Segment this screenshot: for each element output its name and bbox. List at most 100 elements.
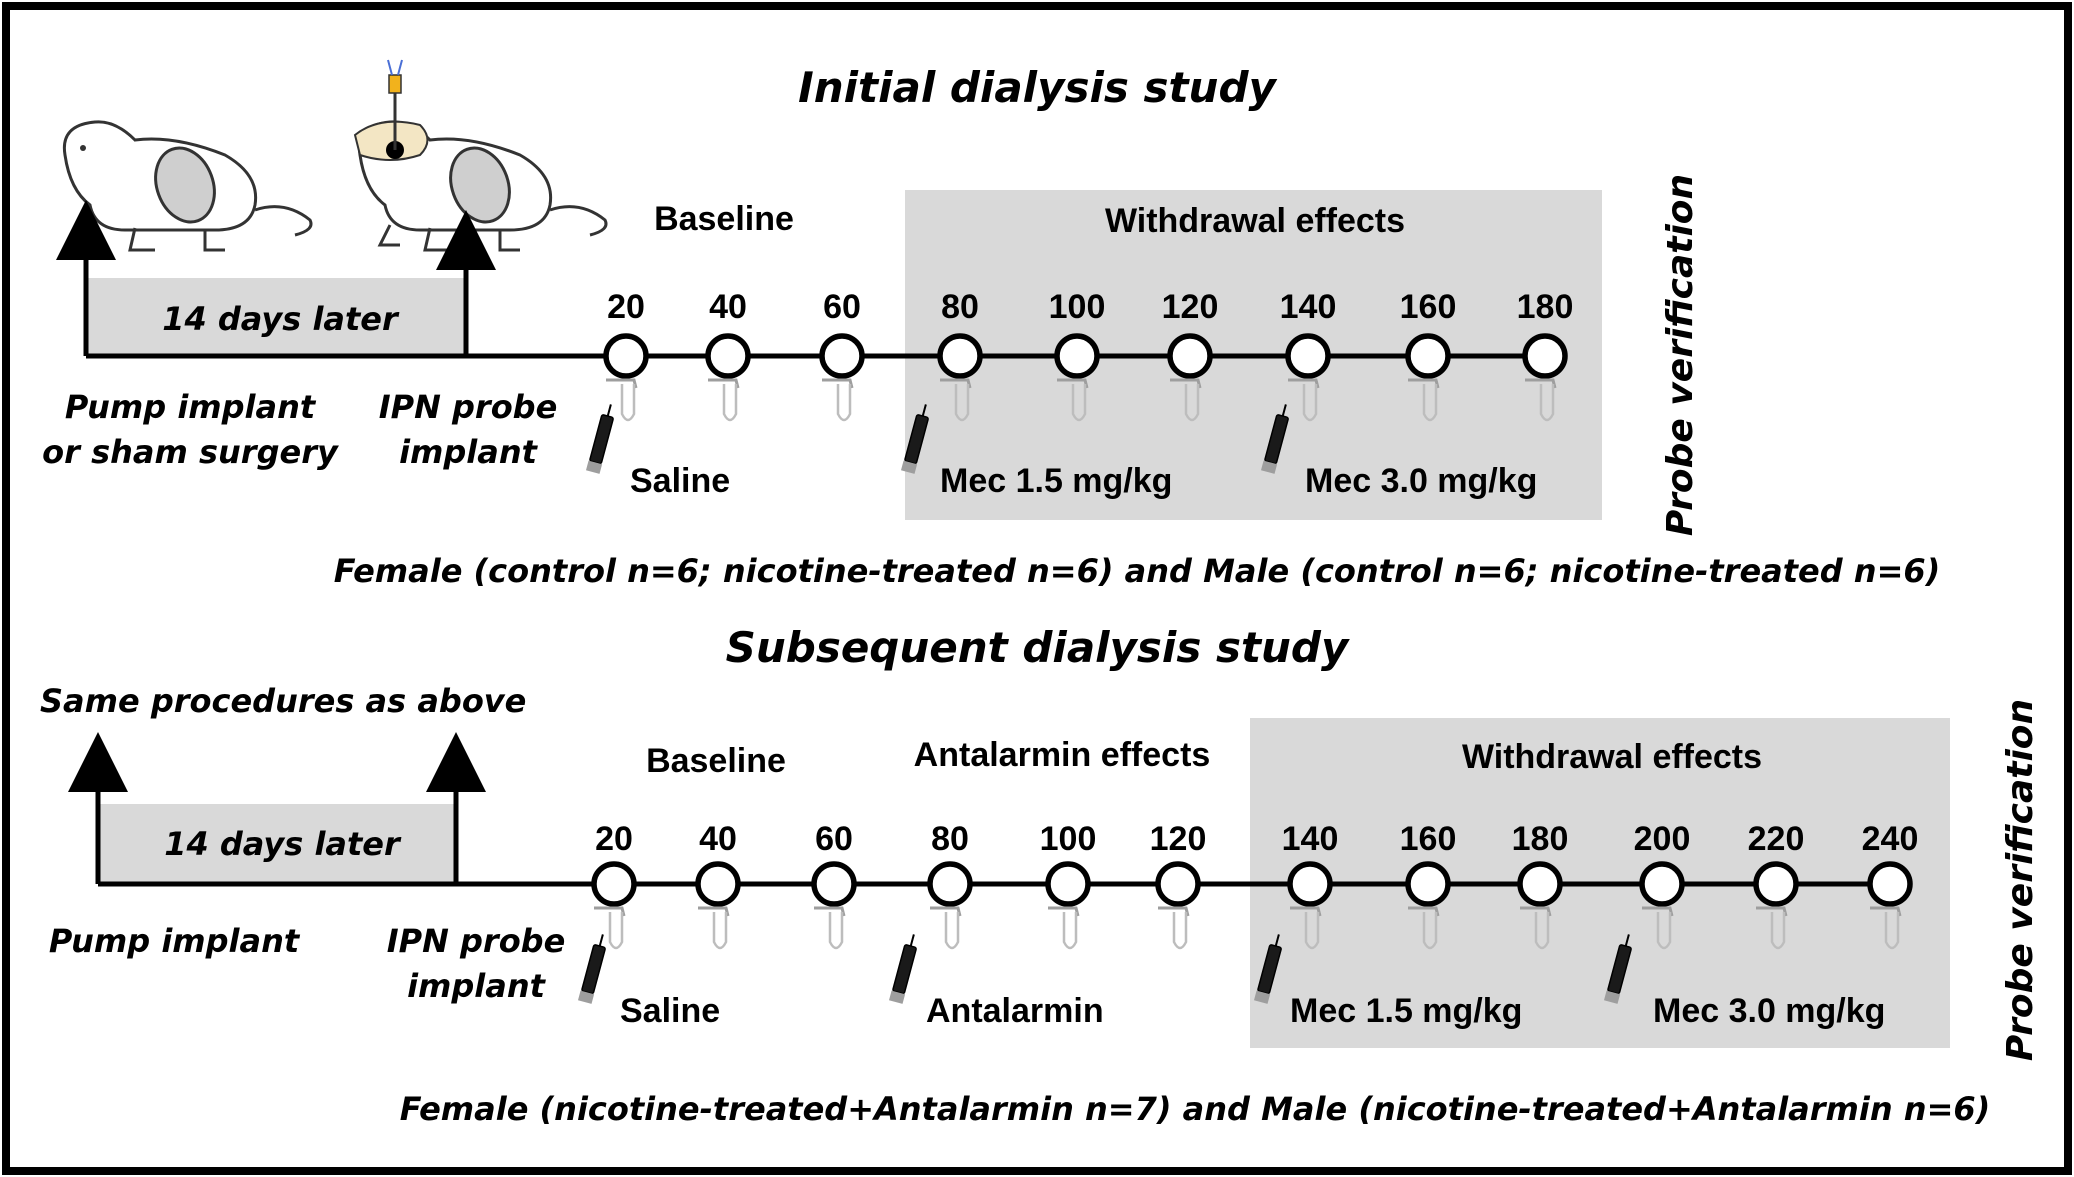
- timepoint-label: 160: [1400, 288, 1457, 326]
- collection-tube-icon: [940, 378, 972, 422]
- timepoint-label: 100: [1049, 288, 1106, 326]
- subsequent-study-title: Subsequent dialysis study: [726, 623, 1350, 672]
- timepoint-node: [1639, 861, 1685, 907]
- subsequent-injection-saline: Saline: [620, 992, 720, 1030]
- initial-withdrawal-label: Withdrawal effects: [1105, 202, 1405, 240]
- timepoint-label: 60: [823, 288, 861, 326]
- timepoint-label: 180: [1512, 820, 1569, 858]
- subsequent-injection-antalarmin: Antalarmin: [926, 992, 1104, 1030]
- syringe-icon: [585, 404, 614, 474]
- initial-injection-saline: Saline: [630, 462, 730, 500]
- subsequent-antalarmin-label: Antalarmin effects: [914, 736, 1211, 774]
- collection-tube-icon: [1408, 906, 1440, 950]
- timepoint-label: 80: [931, 820, 969, 858]
- timepoint-node: [1867, 861, 1913, 907]
- timepoint-label: 120: [1150, 820, 1207, 858]
- timepoint-node: [937, 333, 983, 379]
- subsequent-days-panel: [98, 804, 456, 884]
- collection-tube-icon: [1520, 906, 1552, 950]
- timepoint-node: [603, 333, 649, 379]
- initial-injection-mec15: Mec 1.5 mg/kg: [940, 462, 1172, 500]
- syringe-icon: [1253, 934, 1282, 1004]
- initial-pump-label-1: Pump implant: [65, 388, 317, 426]
- timepoint-node: [1405, 861, 1451, 907]
- collection-tube-icon: [1158, 906, 1190, 950]
- timepoint-label: 20: [607, 288, 645, 326]
- subsequent-injection-mec15: Mec 1.5 mg/kg: [1290, 992, 1522, 1030]
- same-procedures-label: Same procedures as above: [40, 682, 526, 720]
- timepoint-label: 140: [1282, 820, 1339, 858]
- timepoint-label: 140: [1280, 288, 1337, 326]
- collection-tube-icon: [1756, 906, 1788, 950]
- initial-pump-label-2: or sham surgery: [42, 433, 339, 471]
- collection-tube-icon: [1048, 906, 1080, 950]
- collection-tube-icon: [1642, 906, 1674, 950]
- subsequent-withdrawal-label: Withdrawal effects: [1462, 738, 1762, 776]
- collection-tube-icon: [1170, 378, 1202, 422]
- timepoint-label: 120: [1162, 288, 1219, 326]
- initial-timepoint-nodes: 20 40 60 80 100 120 140 160 180: [603, 288, 1574, 422]
- timepoint-node: [1285, 333, 1331, 379]
- timepoint-label: 80: [941, 288, 979, 326]
- subsequent-days-label: 14 days later: [164, 825, 402, 863]
- timepoint-label: 180: [1517, 288, 1574, 326]
- collection-tube-icon: [1408, 378, 1440, 422]
- timepoint-label: 240: [1862, 820, 1919, 858]
- collection-tube-icon: [1525, 378, 1557, 422]
- timepoint-label: 160: [1400, 820, 1457, 858]
- subsequent-probe-verification: Probe verification: [2000, 699, 2041, 1061]
- collection-tube-icon: [822, 378, 854, 422]
- subsequent-timepoint-nodes: 20 40 60 80 100 120 140 160 180 200 220 240: [591, 820, 1919, 950]
- collection-tube-icon: [594, 906, 626, 950]
- timepoint-node: [695, 861, 741, 907]
- timepoint-label: 200: [1634, 820, 1691, 858]
- timepoint-node: [927, 861, 973, 907]
- timepoint-node: [1517, 861, 1563, 907]
- subsequent-probe-label-1: IPN probe: [387, 922, 566, 960]
- timepoint-node: [1054, 333, 1100, 379]
- subsequent-probe-label-2: implant: [407, 967, 547, 1005]
- timepoint-node: [1522, 333, 1568, 379]
- collection-tube-icon: [1290, 906, 1322, 950]
- initial-injection-mec30: Mec 3.0 mg/kg: [1305, 462, 1537, 500]
- initial-probe-label-1: IPN probe: [379, 388, 558, 426]
- collection-tube-icon: [1057, 378, 1089, 422]
- timepoint-label: 60: [815, 820, 853, 858]
- timepoint-node: [811, 861, 857, 907]
- initial-days-panel: [86, 278, 466, 356]
- syringe-icon: [577, 934, 606, 1004]
- timepoint-node: [705, 333, 751, 379]
- syringe-icon: [900, 404, 929, 474]
- timepoint-node: [1405, 333, 1451, 379]
- subsequent-footnote: Female (nicotine-treated+Antalarmin n=7)…: [400, 1090, 1991, 1128]
- timepoint-label: 100: [1040, 820, 1097, 858]
- timepoint-label: 40: [699, 820, 737, 858]
- collection-tube-icon: [930, 906, 962, 950]
- collection-tube-icon: [708, 378, 740, 422]
- timepoint-label: 220: [1748, 820, 1805, 858]
- timepoint-label: 40: [709, 288, 747, 326]
- collection-tube-icon: [698, 906, 730, 950]
- initial-baseline-label: Baseline: [654, 200, 794, 238]
- collection-tube-icon: [814, 906, 846, 950]
- initial-study-title: Initial dialysis study: [798, 63, 1277, 112]
- timepoint-node: [1045, 861, 1091, 907]
- initial-days-label: 14 days later: [162, 300, 400, 338]
- initial-footnote: Female (control n=6; nicotine-treated n=…: [334, 552, 1941, 590]
- subsequent-pump-label: Pump implant: [49, 922, 301, 960]
- subsequent-injection-mec30: Mec 3.0 mg/kg: [1653, 992, 1885, 1030]
- syringe-icon: [1603, 934, 1632, 1004]
- subsequent-baseline-label: Baseline: [646, 742, 786, 780]
- collection-tube-icon: [1288, 378, 1320, 422]
- initial-probe-label-2: implant: [399, 433, 539, 471]
- initial-probe-verification: Probe verification: [1660, 174, 1701, 536]
- rat-with-probe-icon: [353, 59, 608, 252]
- timepoint-label: 20: [595, 820, 633, 858]
- syringe-icon: [888, 934, 917, 1004]
- timepoint-node: [1167, 333, 1213, 379]
- timepoint-node: [1155, 861, 1201, 907]
- syringe-icon: [1260, 404, 1289, 474]
- timepoint-node: [819, 333, 865, 379]
- timepoint-node: [591, 861, 637, 907]
